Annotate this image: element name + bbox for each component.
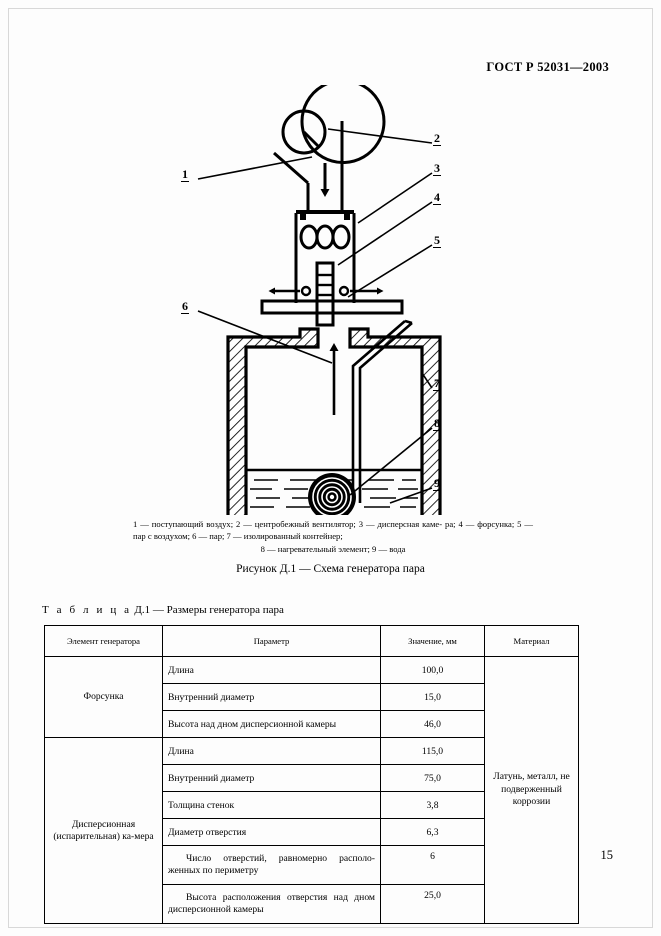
figure-legend: 1 — поступающий воздух; 2 — центробежный… (133, 518, 533, 555)
leader-5 (347, 244, 433, 298)
centrifugal-fan-housing (273, 85, 386, 185)
cell-material: Латунь, металл, не подверженный коррозии (484, 656, 579, 924)
callout-6: 6 (181, 299, 189, 314)
th-element: Элемент генератора (44, 625, 163, 657)
cell-value: 6,3 (380, 818, 485, 846)
table-header-row: Элемент генератора Параметр Значение, мм… (44, 625, 579, 657)
leader-4 (337, 201, 433, 266)
cell-value: 46,0 (380, 710, 485, 738)
leader-7 (421, 372, 433, 389)
cell-parameter: Внутренний диаметр (162, 683, 381, 711)
callout-1: 1 (181, 167, 189, 182)
table-row: Форсунка Длина 100,0 Латунь, металл, не … (44, 656, 579, 924)
cell-parameter: Диаметр отверстия (162, 818, 381, 846)
chamber-ring-1 (299, 224, 319, 250)
th-material: Материал (484, 625, 579, 657)
table-row: Внутренний диаметр 75,0 (45, 764, 579, 792)
table-row: Высота расположения отверстия над дном д… (45, 884, 579, 924)
figure-legend-line-1: 1 — поступающий воздух; 2 — центробежный… (133, 519, 443, 529)
standard-header: ГОСТ Р 52031—2003 (486, 60, 609, 74)
insulated-container (226, 327, 442, 515)
cell-value: 115,0 (380, 737, 485, 765)
cell-value: 15,0 (380, 683, 485, 711)
table-row: Толщина стенок 3,8 (45, 791, 579, 819)
dimensions-table: Элемент генератора Параметр Значение, мм… (44, 625, 579, 924)
cell-parameter: Высота расположения отверстия над дном д… (162, 884, 381, 924)
dispersion-chamber-body (294, 210, 356, 303)
leader-1 (197, 156, 313, 180)
table-title: Т а б л и ц а Д.1 — Размеры генератора п… (42, 604, 284, 616)
callout-4: 4 (433, 190, 441, 205)
nozzle-port-left (300, 285, 312, 297)
heating-element-coil (308, 473, 356, 515)
callout-leader-lines (197, 128, 433, 504)
cell-element-nozzle: Форсунка (44, 656, 163, 738)
callout-8: 8 (433, 416, 441, 431)
th-value: Значение, мм (380, 625, 485, 657)
leader-8 (349, 427, 433, 496)
callout-3: 3 (433, 161, 441, 176)
cell-element-chamber: Дисперсионная (испарительная) ка-мера (44, 737, 163, 924)
chamber-ring-2 (315, 224, 335, 250)
callout-9: 9 (433, 476, 441, 491)
table-title-rest: Д.1 — Размеры генератора пара (134, 604, 284, 616)
table-row: Дисперсионная (испарительная) ка-мера Дл… (44, 737, 579, 924)
th-parameter: Параметр (162, 625, 381, 657)
table-row: Диаметр отверстия 6,3 (45, 818, 579, 846)
nozzle-port-right (338, 285, 350, 297)
steam-generator-schematic-svg (197, 85, 442, 515)
cell-parameter: Высота над дном дисперсионной камеры (162, 710, 381, 738)
leader-9 (389, 487, 433, 504)
cell-value: 25,0 (380, 884, 485, 924)
figure-legend-line-3: 8 — нагревательный элемент; 9 — вода (260, 543, 406, 554)
figure-caption: Рисунок Д.1 — Схема генератора пара (236, 563, 425, 575)
mounting-flange-plate (260, 299, 404, 315)
page-number: 15 (600, 848, 614, 862)
cell-parameter: Длина (162, 737, 381, 765)
table-title-prefix: Т а б л и ц а (42, 604, 132, 616)
figure-legend-line-2: ра; 4 — форсунка; 5 — пар с воздухом; 6 … (133, 519, 533, 542)
cell-value: 75,0 (380, 764, 485, 792)
leader-6 (197, 310, 333, 364)
table-row: Число отверстий, равномерно располо-женн… (45, 845, 579, 885)
callout-5: 5 (433, 233, 441, 248)
cell-parameter: Длина (162, 656, 381, 684)
cell-value: 6 (380, 845, 485, 885)
figure-steam-generator-diagram: 1 2 3 4 5 6 7 8 9 (50, 85, 610, 515)
cell-value: 100,0 (380, 656, 485, 684)
cell-value: 3,8 (380, 791, 485, 819)
blower-outlet-duct (306, 121, 344, 210)
callout-2: 2 (433, 131, 441, 146)
nozzle-assembly (268, 261, 384, 327)
cell-parameter: Внутренний диаметр (162, 764, 381, 792)
leader-2 (327, 128, 433, 144)
callout-7: 7 (433, 376, 441, 391)
leader-3 (357, 172, 433, 224)
cell-parameter: Число отверстий, равномерно располо-женн… (162, 845, 381, 885)
cell-parameter: Толщина стенок (162, 791, 381, 819)
chamber-ring-3 (331, 224, 351, 250)
table-row: Высота над дном дисперсионной камеры 46,… (45, 710, 579, 738)
steam-conduit-tube (351, 319, 413, 503)
